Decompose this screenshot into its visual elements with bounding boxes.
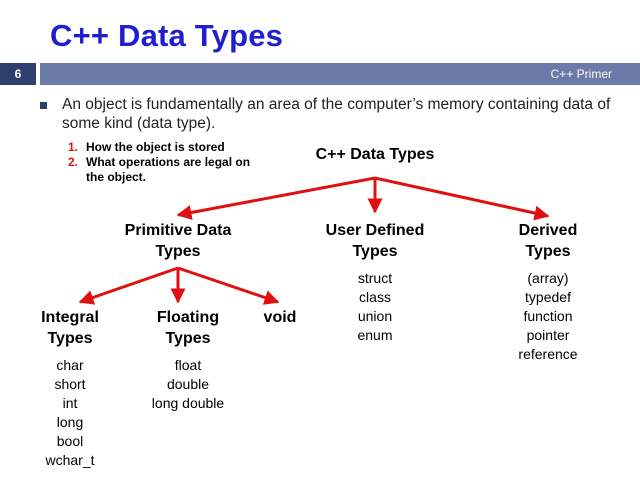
sub-point: 2. What operations are legal on the obje… [68, 155, 256, 185]
intro-text: An object is fundamentally an area of th… [62, 96, 611, 132]
list-item: double [166, 376, 210, 392]
list-item: (array) [527, 270, 569, 286]
integral-node-label: Integral Types [20, 307, 120, 349]
floating-items: float double long double [128, 356, 248, 413]
user-defined-node-label: User Defined Types [305, 220, 445, 262]
list-item: bool [56, 433, 84, 449]
primitive-label-line1: Primitive Data [124, 222, 232, 239]
arrow-root-to-primitive [176, 176, 376, 220]
list-item: int [62, 395, 78, 411]
user-defined-items: struct class union enum [320, 269, 430, 345]
list-item: enum [357, 327, 393, 343]
primitive-node-label: Primitive Data Types [103, 220, 253, 262]
list-item: class [359, 289, 391, 305]
sub-point-number: 1. [68, 140, 79, 154]
primitive-label-line2: Types [155, 243, 201, 260]
floating-label-line1: Floating [156, 309, 220, 326]
arrow-root-to-derived [374, 176, 550, 221]
header-course-label: C++ Primer [550, 67, 612, 81]
list-item: reference [518, 346, 578, 362]
list-item: float [174, 357, 202, 373]
bullet-square-icon [40, 102, 47, 109]
floating-label-line2: Types [165, 330, 211, 347]
arrow-primitive-to-integral [78, 266, 179, 305]
list-item: union [357, 308, 393, 324]
integral-label-line1: Integral [41, 309, 99, 326]
list-item: char [56, 357, 84, 373]
derived-label-line2: Types [525, 243, 571, 260]
list-item: function [523, 308, 573, 324]
derived-items: (array) typedef function pointer referen… [493, 269, 603, 364]
list-item: wchar_t [45, 452, 95, 468]
list-item: long double [151, 395, 225, 411]
sub-point-number: 2. [68, 155, 79, 169]
integral-label-line2: Types [47, 330, 93, 347]
slide-number: 6 [0, 63, 36, 85]
list-item: long [56, 414, 84, 430]
derived-node-label: Derived Types [488, 220, 608, 262]
sub-point: 1. How the object is stored [68, 140, 256, 155]
root-node-label: C++ Data Types [315, 146, 435, 163]
void-node-label: void [263, 309, 297, 326]
floating-node-label: Floating Types [133, 307, 243, 349]
sub-point-text: What operations are legal on the object. [86, 155, 251, 184]
arrow-primitive-to-void [177, 266, 280, 305]
sub-point-list: 1. How the object is stored 2. What oper… [68, 140, 256, 185]
list-item: pointer [526, 327, 570, 343]
list-item: struct [357, 270, 393, 286]
integral-items: char short int long bool wchar_t [20, 356, 120, 470]
slide-title: C++ Data Types [50, 18, 284, 53]
header-bar [40, 63, 640, 85]
user-defined-label-line1: User Defined [325, 222, 425, 239]
user-defined-label-line2: Types [352, 243, 398, 260]
list-item: typedef [525, 289, 571, 305]
sub-point-text: How the object is stored [86, 140, 225, 154]
list-item: short [54, 376, 86, 392]
derived-label-line1: Derived [518, 222, 578, 239]
